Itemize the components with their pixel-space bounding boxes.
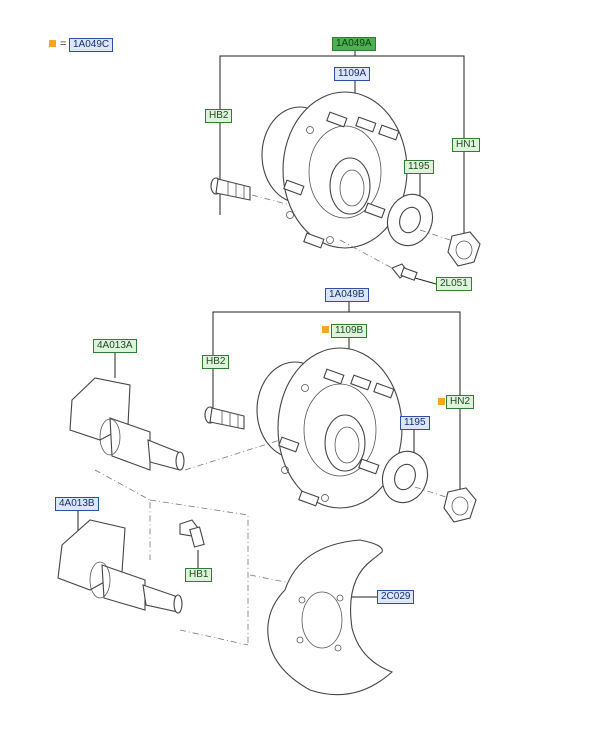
bottom-nut-marker	[438, 398, 445, 405]
bottom-wheel-hub	[256, 347, 403, 509]
label-backing-plate: 2C029	[377, 590, 415, 604]
top-wheel-hub	[261, 91, 408, 249]
label-top-screw: 2L051	[436, 277, 472, 291]
top-seal-ring	[386, 193, 434, 247]
label-bottom-bolt: HB2	[202, 355, 230, 369]
label-top-nut: HN1	[452, 138, 481, 152]
label-top-seal: 1195	[404, 160, 434, 174]
legend-marker	[49, 40, 56, 47]
label-bottom-seal: 1195	[400, 416, 430, 430]
backing-plate	[267, 539, 394, 696]
label-bottom-assembly: 1A049B	[325, 288, 369, 302]
spindle-bolt	[179, 519, 205, 548]
label-spindle-bolt: HB1	[185, 568, 213, 582]
label-bottom-hub: 1109B	[331, 324, 368, 338]
spindle-a	[69, 377, 185, 471]
label-bottom-nut: HN2	[446, 395, 475, 409]
legend-equals: =	[60, 38, 67, 50]
label-spindle-a: 4A013A	[93, 339, 137, 353]
bottom-seal-ring	[381, 450, 429, 504]
label-spindle-b: 4A013B	[55, 497, 99, 511]
label-top-bolt: HB2	[205, 109, 233, 123]
bottom-hub-marker	[322, 326, 329, 333]
legend-code-label: 1A049C	[69, 38, 114, 52]
top-hub-nut	[447, 231, 481, 267]
label-top-assembly: 1A049A	[332, 37, 376, 51]
bottom-wheel-bolt	[204, 406, 245, 430]
bottom-hub-nut	[443, 487, 477, 523]
top-small-screw	[391, 263, 418, 281]
label-top-hub: 1109A	[334, 67, 371, 81]
top-wheel-bolt	[210, 177, 251, 201]
spindle-b	[57, 519, 183, 614]
